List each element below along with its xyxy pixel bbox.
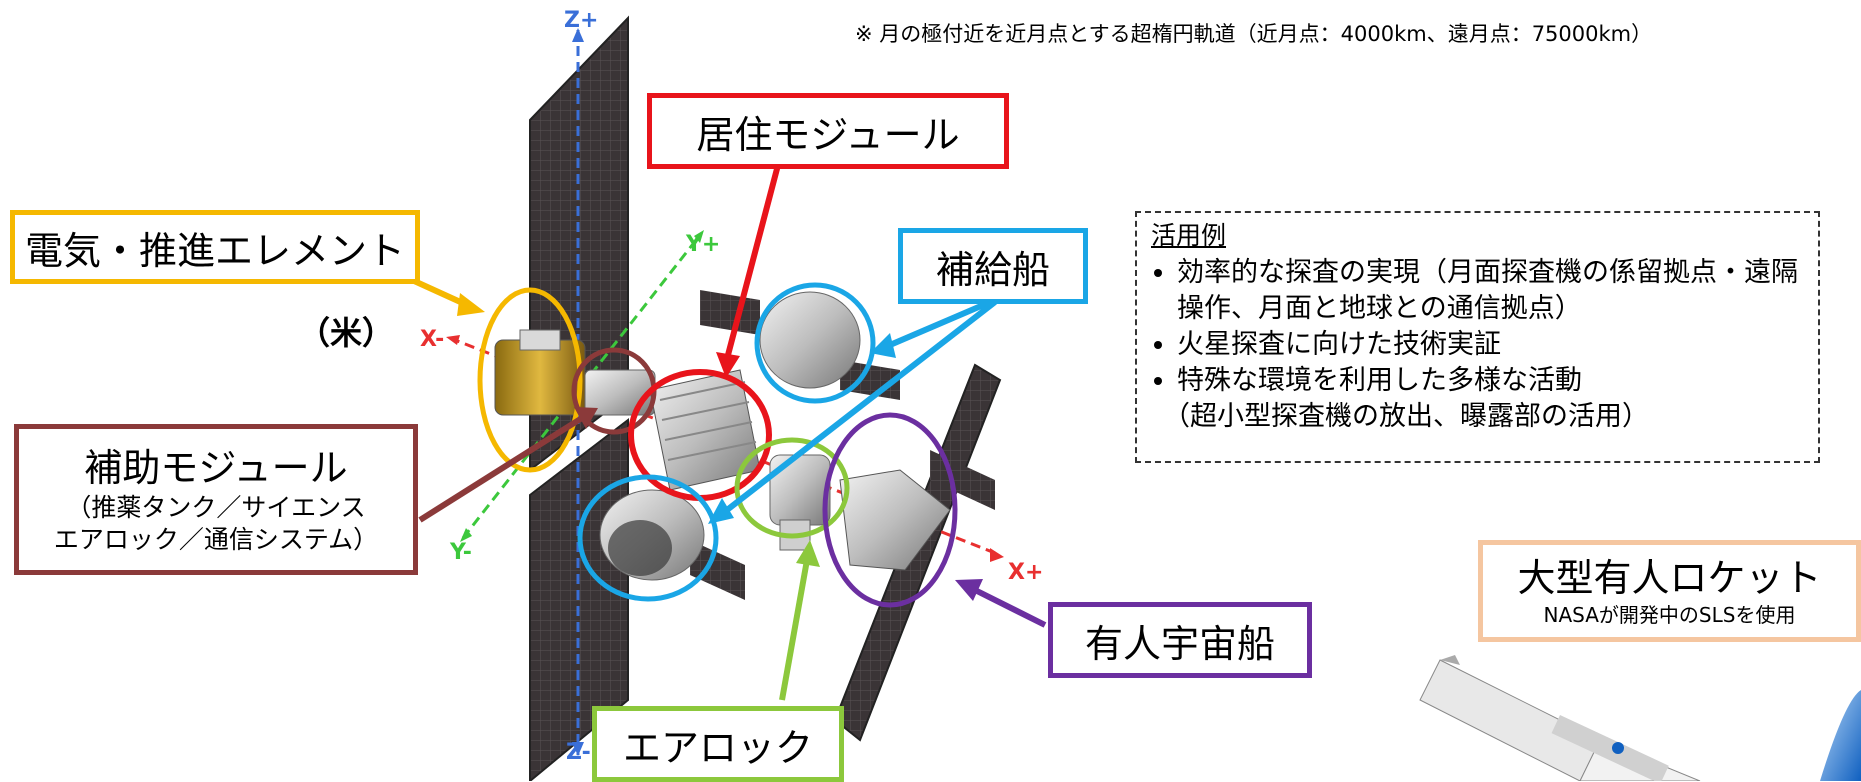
ppe-highlight-circle [477,287,583,473]
ppe-label: 電気・推進エレメント [10,210,420,284]
supply-ship-upper [759,291,861,389]
ppe-label-text: 電気・推進エレメント [24,228,405,273]
rocket-label-sub: NASAが開発中のSLSを使用 [1543,603,1796,627]
orbit-note: ※ 月の極付近を近月点とする超楕円軌道（近月点：4000km、遠月点：75000… [855,22,1653,46]
ppe-arrow [410,277,485,316]
axis-label-y-plus: Y+ [686,232,721,257]
usecase-item: 火星探査に向けた技術実証 [1177,327,1804,363]
airlock-label-text: エアロック [622,725,813,770]
supply-arrow-lower [708,299,997,524]
supply-arrow-upper [870,297,997,358]
ppe-module [494,329,586,416]
aux-label-sub1: （推薬タンク／サイエンス [66,492,366,522]
us-mark: （米） [298,314,395,352]
crew-highlight-circle [822,412,958,608]
supply-label: 補給船 [898,228,1088,304]
usecase-list: 効率的な探査の実現（月面探査機の係留拠点・遠隔操作、月面と地球との通信拠点） 火… [1151,255,1804,435]
habitation-label: 居住モジュール [647,93,1009,169]
habitation-arrow [716,164,781,378]
usecase-heading: 活用例 [1151,221,1227,250]
habitation-label-text: 居住モジュール [696,112,960,157]
solar-array-lower [529,417,629,781]
supply-ship-lower [599,489,705,581]
crew-label: 有人宇宙船 [1048,602,1312,678]
usecase-item-detail: （超小型探査機の放出、曝露部の活用） [1163,401,1649,432]
usecase-box: 活用例 効率的な探査の実現（月面探査機の係留拠点・遠隔操作、月面と地球との通信拠… [1135,211,1820,463]
airlock-highlight-circle [734,437,850,539]
axis-label-y-minus: Y- [450,540,472,565]
supply-label-text: 補給船 [935,247,1050,292]
airlock-label: エアロック [592,706,844,782]
rocket-label: 大型有人ロケット NASAが開発中のSLSを使用 [1478,540,1861,642]
aux-label-title: 補助モジュール [84,445,348,490]
crew-arrow [955,579,1047,628]
axis-label-x-minus: X- [420,327,445,352]
usecase-item: 効率的な探査の実現（月面探査機の係留拠点・遠隔操作、月面と地球との通信拠点） [1177,255,1804,327]
axis-z [572,28,584,756]
axis-label-z-minus: Z- [566,740,591,765]
crew-label-text: 有人宇宙船 [1084,621,1275,666]
usecase-item: 特殊な環境を利用した多様な活動 [1177,363,1804,399]
aux-label-sub2: エアロック／通信システム） [53,524,379,554]
axis-label-z-plus: Z+ [564,8,599,33]
axis-label-x-plus: X+ [1008,560,1044,585]
supply-upper-highlight-circle [754,282,876,404]
sls-rocket-image [1419,655,1861,781]
rocket-label-title: 大型有人ロケット [1517,556,1822,600]
aux-label: 補助モジュール （推薬タンク／サイエンス エアロック／通信システム） [14,424,418,575]
supply-lower-highlight-circle [577,474,719,602]
aux-arrow [418,407,598,523]
airlock-arrow [779,540,820,701]
crew-vehicle [839,469,951,571]
habitation-module [649,369,761,491]
